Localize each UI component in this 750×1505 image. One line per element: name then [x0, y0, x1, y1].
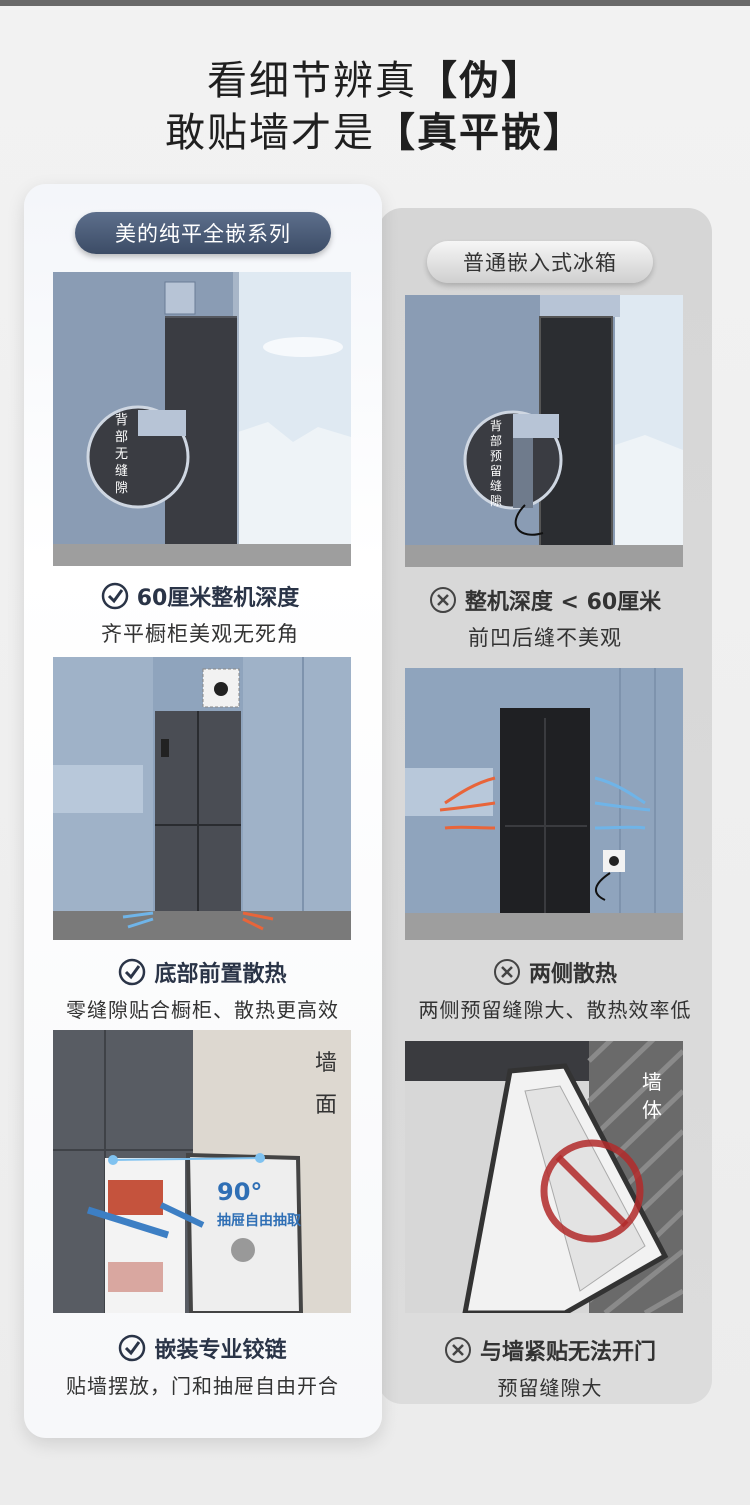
- image-right-depth: 背部预留缝隙: [405, 295, 683, 567]
- caption-left-1-heading: 60厘米整机深度: [40, 580, 360, 612]
- callout-text-left: 背部无缝隙: [115, 413, 128, 496]
- caption-left-3-sub: 贴墙摆放，门和抽屉自由开合: [66, 1374, 339, 1398]
- caption-left-3-heading: 嵌装专业铰链: [30, 1332, 375, 1364]
- series-badge-ordinary: 普通嵌入式冰箱: [427, 241, 653, 283]
- angle-label: 90°: [217, 1178, 262, 1206]
- caption-right-1-sub: 前凹后缝不美观: [468, 626, 622, 650]
- cross-circle-icon: [493, 959, 520, 985]
- callout-text-right: 背部预留缝隙: [490, 419, 502, 508]
- cross-circle-icon: [429, 587, 456, 613]
- caption-left-1-sub: 齐平橱柜美观无死角: [101, 622, 299, 646]
- image-left-depth: 背部无缝隙: [53, 272, 351, 566]
- check-circle-icon: [119, 1334, 146, 1362]
- wall-label-left: 墙面: [315, 1051, 337, 1118]
- headline-line-1: 看细节辨真【伪】: [207, 58, 543, 104]
- caption-right-3-heading: 与墙紧贴无法开门: [395, 1334, 705, 1366]
- image-right-cooling: [405, 668, 683, 940]
- caption-left-2-sub: 零缝隙贴合橱柜、散热更高效: [66, 998, 339, 1022]
- image-right-wall: 墙体: [405, 1041, 683, 1313]
- image-left-cooling: [53, 657, 351, 940]
- caption-right-2-sub: 两侧预留缝隙大、散热效率低: [418, 998, 692, 1022]
- angle-note: 抽屉自由抽取: [217, 1212, 302, 1229]
- cross-circle-icon: [444, 1337, 471, 1363]
- headline-line-2: 敢贴墙才是【真平嵌】: [165, 110, 585, 156]
- caption-right-1: 整机深度 < 60厘米 前凹后缝不美观: [395, 584, 695, 652]
- caption-right-3: 与墙紧贴无法开门 预留缝隙大: [395, 1334, 705, 1401]
- caption-right-1-heading: 整机深度 < 60厘米: [395, 584, 695, 616]
- wall-label-right: 墙体: [642, 1070, 662, 1122]
- caption-left-2-heading: 底部前置散热: [30, 956, 375, 988]
- image-left-hinge: 90° 抽屉自由抽取 墙面: [53, 1030, 351, 1313]
- caption-right-2: 两侧散热 两侧预留缝隙大、散热效率低: [395, 956, 715, 1023]
- caption-right-2-heading: 两侧散热: [395, 956, 715, 988]
- caption-left-3: 嵌装专业铰链 贴墙摆放，门和抽屉自由开合: [30, 1332, 375, 1399]
- caption-left-1: 60厘米整机深度 齐平橱柜美观无死角: [40, 580, 360, 648]
- caption-left-2: 底部前置散热 零缝隙贴合橱柜、散热更高效: [30, 956, 375, 1023]
- series-badge-midea: 美的纯平全嵌系列: [75, 212, 331, 254]
- check-circle-icon: [101, 582, 128, 610]
- check-circle-icon: [119, 958, 146, 986]
- caption-right-3-sub: 预留缝隙大: [497, 1376, 603, 1400]
- top-bar: [0, 0, 750, 6]
